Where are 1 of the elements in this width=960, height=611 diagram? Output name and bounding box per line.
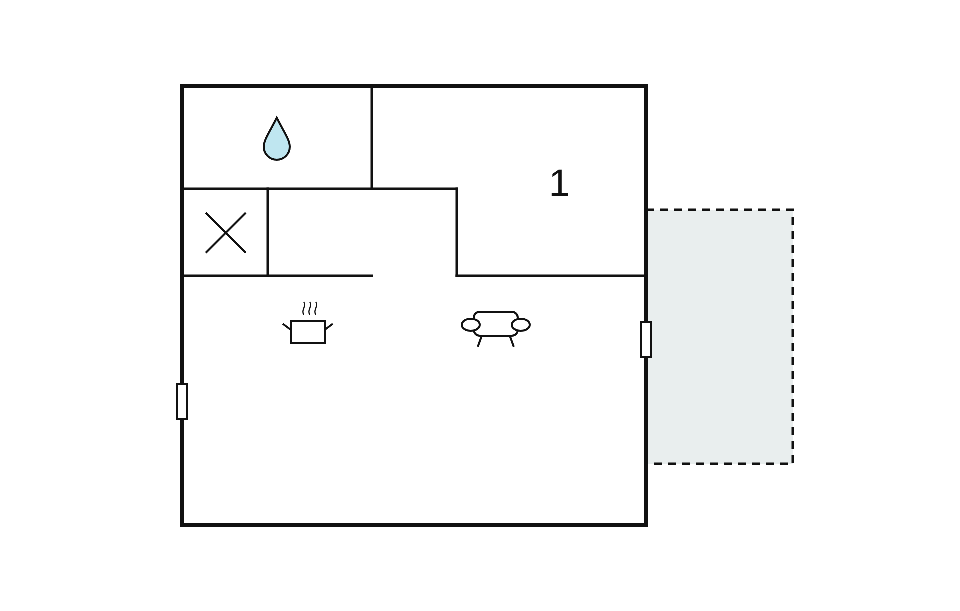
room-number: 1 [549, 165, 570, 203]
